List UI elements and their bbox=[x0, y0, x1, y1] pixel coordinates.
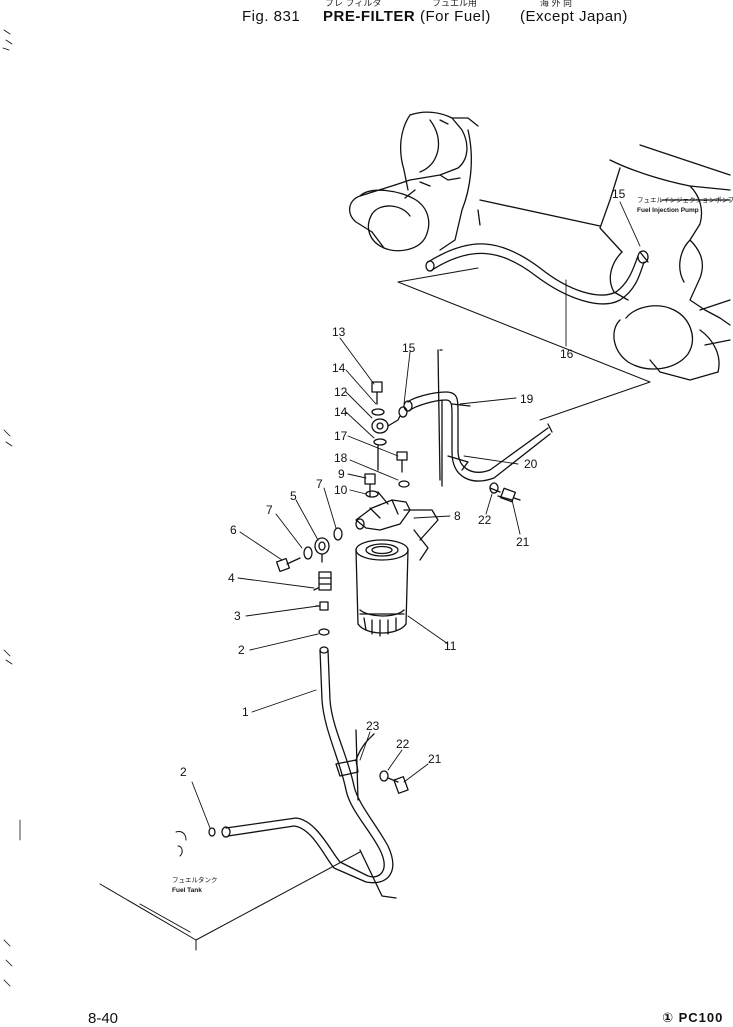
subtitle-japanese: フュエル用 bbox=[432, 0, 478, 8]
part-label: 21 bbox=[428, 752, 442, 766]
figure-header: プレ フィルタ フュエル用 海 外 向 Fig. 831 PRE-FILTER … bbox=[0, 0, 733, 30]
part-label: 7 bbox=[316, 477, 323, 491]
part-label: 19 bbox=[520, 392, 534, 406]
figure-title: PRE-FILTER bbox=[323, 8, 416, 25]
part-label: 9 bbox=[338, 467, 345, 481]
part-label: 2 bbox=[180, 765, 187, 779]
fuel-tank-label: Fuel Tank bbox=[172, 887, 202, 894]
part-label: 4 bbox=[228, 571, 235, 585]
scan-edge-marks bbox=[2, 29, 21, 987]
part-label: 21 bbox=[516, 535, 530, 549]
region-japanese: 海 外 向 bbox=[540, 0, 573, 8]
part-label: 14 bbox=[332, 361, 346, 375]
part-label: 12 bbox=[334, 385, 348, 399]
frame-outline bbox=[397, 267, 651, 421]
figure-number: Fig. 831 bbox=[242, 8, 301, 25]
part-label: 16 bbox=[560, 347, 574, 361]
filter-element-11 bbox=[355, 539, 409, 637]
part-label: 1 bbox=[242, 705, 249, 719]
part-labels: 13 14 12 14 17 18 9 10 15 5 7 7 6 4 3 2 … bbox=[180, 187, 626, 779]
right-hardware bbox=[489, 482, 521, 503]
fuel-tank-outline bbox=[99, 831, 361, 951]
engine-body bbox=[349, 111, 731, 381]
fuel-tank-label-jp: フュエルタンク bbox=[172, 875, 218, 884]
part-label: 2 bbox=[238, 643, 245, 657]
part-label: 22 bbox=[478, 513, 492, 527]
leader-lines bbox=[191, 201, 641, 829]
part-label: 11 bbox=[444, 639, 457, 653]
callouts: フュエルインジェクションポンプ Fuel Injection Pump フュエル… bbox=[172, 196, 733, 894]
part-label: 15 bbox=[402, 341, 416, 355]
part-label: 5 bbox=[290, 489, 297, 503]
figure-subtitle: (For Fuel) bbox=[420, 8, 491, 25]
part-label: 7 bbox=[266, 503, 273, 517]
left-fittings bbox=[275, 527, 343, 636]
part-label: 6 bbox=[230, 523, 237, 537]
title-japanese: プレ フィルタ bbox=[325, 0, 382, 8]
page-number: 8-40 bbox=[88, 1010, 119, 1027]
part-label: 20 bbox=[524, 457, 538, 471]
bolt-stack bbox=[364, 381, 410, 498]
part-label: 17 bbox=[334, 429, 348, 443]
part-label: 15 bbox=[612, 187, 626, 201]
part-label: 3 bbox=[234, 609, 241, 623]
part-label: 8 bbox=[454, 509, 461, 523]
model-code: ① PC100 bbox=[662, 1010, 724, 1025]
figure-region: (Except Japan) bbox=[520, 8, 628, 25]
fuel-pipe-16 bbox=[425, 243, 649, 305]
part-label: 18 bbox=[334, 451, 348, 465]
filter-head-8 bbox=[355, 491, 439, 561]
part-label: 10 bbox=[334, 483, 348, 497]
fuel-pipe-mid bbox=[403, 349, 553, 501]
part-label: 23 bbox=[366, 719, 380, 733]
fuel-pipe-1 bbox=[208, 646, 409, 899]
part-label: 22 bbox=[396, 737, 410, 751]
injection-pump-label-jp: フュエルインジェクションポンプ bbox=[637, 196, 733, 204]
part-label: 14 bbox=[334, 405, 348, 419]
part-label: 13 bbox=[332, 325, 346, 339]
injection-pump-label: Fuel Injection Pump bbox=[637, 207, 699, 214]
